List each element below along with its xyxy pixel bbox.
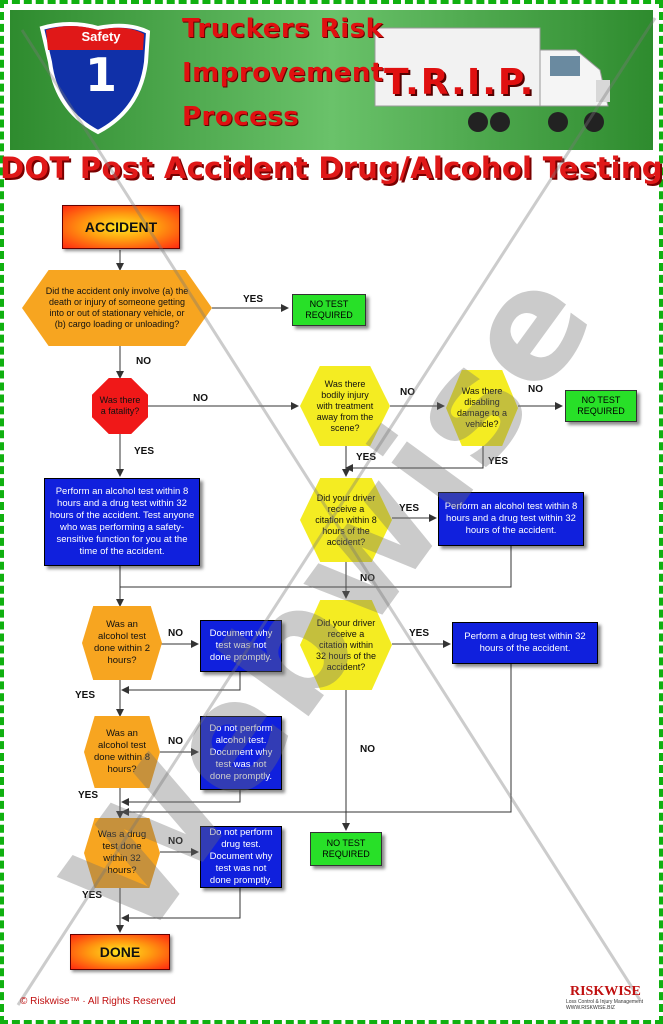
shield-top-text: Safety	[81, 29, 121, 44]
question-death-injury: Did the accident only involve (a) the de…	[22, 270, 212, 346]
perform-alcohol-drug-test-fatal: Perform an alcohol test within 8 hours a…	[44, 478, 200, 566]
no-test-required-1: NO TEST REQUIRED	[292, 294, 366, 326]
question-fatality: Was there a fatality?	[92, 378, 148, 434]
question-alcohol-2h: Was an alcohol test done within 2 hours?	[82, 606, 162, 680]
label-yes-8: YES	[78, 790, 99, 801]
document-alcohol-2h: Document why test was not done promptly.	[200, 620, 282, 672]
label-yes-3: YES	[488, 456, 509, 467]
question-bodily-injury: Was there bodily injury with treatment a…	[300, 366, 390, 446]
label-no-6: NO	[168, 628, 183, 639]
copyright-footer: © Riskwise™ · All Rights Reserved	[20, 996, 176, 1007]
page-title: DOT Post Accident Drug/Alcohol Testing	[0, 151, 663, 185]
riskwise-tagline: Loss Control & Injury Management WWW.RIS…	[566, 999, 643, 1011]
header-graphics	[39, 22, 610, 135]
accident-start: ACCIDENT	[62, 205, 180, 249]
shield-number: 1	[84, 48, 117, 102]
label-no-9: NO	[168, 836, 183, 847]
label-yes-5: YES	[399, 503, 420, 514]
question-drug-32h: Was a drug test done within 32 hours?	[84, 818, 160, 888]
label-no-2: NO	[193, 393, 208, 404]
perform-drug-test-32h: Perform a drug test within 32 hours of t…	[452, 622, 598, 664]
label-yes-7: YES	[75, 690, 96, 701]
no-test-required-2: NO TEST REQUIRED	[565, 390, 637, 422]
document-drug-32h: Do not perform drug test. Document why t…	[200, 826, 282, 888]
trip-logo-text: T.R.I.P.	[384, 62, 536, 103]
label-no-8: NO	[360, 744, 375, 755]
label-yes-6: YES	[409, 628, 430, 639]
label-no-4: NO	[528, 384, 543, 395]
label-no-1: NO	[136, 356, 151, 367]
label-no-5: NO	[360, 573, 375, 584]
header-line-2: Improvement	[182, 58, 384, 88]
header-line-3: Process	[182, 102, 300, 132]
interstate-shield-icon	[39, 22, 151, 135]
label-yes-4: YES	[134, 446, 155, 457]
perform-alcohol-drug-test-citation: Perform an alcohol test within 8 hours a…	[438, 492, 584, 546]
header-banner: Safety 1 Truckers Risk Improvement Proce…	[10, 10, 653, 150]
question-alcohol-8h: Was an alcohol test done within 8 hours?	[84, 716, 160, 788]
question-citation-8h: Did your driver receive a citation withi…	[300, 478, 392, 562]
question-citation-32h: Did your driver receive a citation withi…	[300, 600, 392, 690]
label-no-3: NO	[400, 387, 415, 398]
done-end: DONE	[70, 934, 170, 970]
truck-icon	[374, 27, 610, 132]
question-disabling-damage: Was there disabling damage to a vehicle?	[446, 370, 518, 446]
header-line-1: Truckers Risk	[182, 14, 384, 44]
no-test-required-3: NO TEST REQUIRED	[310, 832, 382, 866]
label-no-7: NO	[168, 736, 183, 747]
label-yes-9: YES	[82, 890, 103, 901]
document-alcohol-8h: Do not perform alcohol test. Document wh…	[200, 716, 282, 790]
riskwise-logo: RISKWISE	[570, 984, 641, 999]
label-yes-1: YES	[243, 294, 264, 305]
label-yes-2: YES	[356, 452, 377, 463]
